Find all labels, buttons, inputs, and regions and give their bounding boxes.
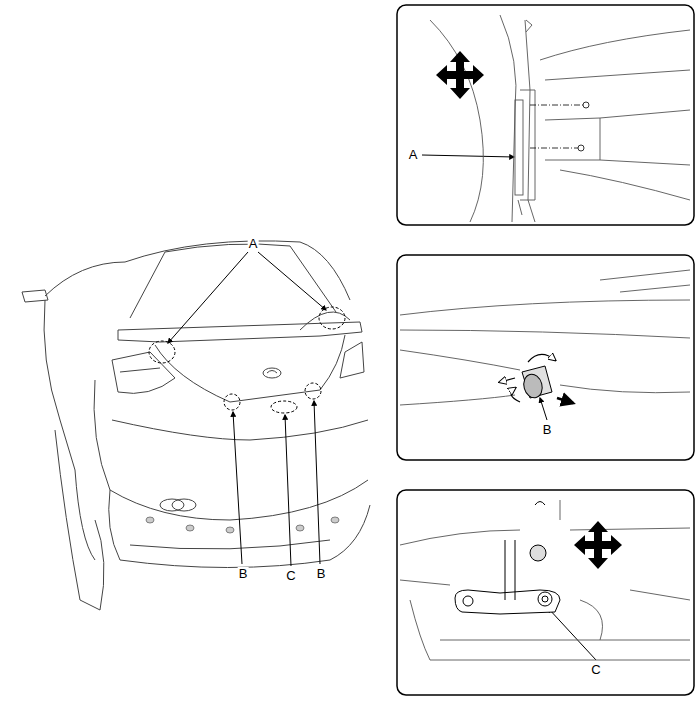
inset-frames: [397, 5, 694, 695]
location-circles: [149, 307, 345, 413]
parking-sensors: [146, 517, 339, 533]
leader-lines: [168, 155, 596, 660]
striker-plate: [455, 502, 560, 615]
car-rear-view: [22, 241, 370, 610]
rotation-arrows: [500, 354, 573, 403]
callout-letter: C: [285, 569, 296, 583]
callout-letter: B: [316, 567, 327, 581]
callout-letter: A: [408, 148, 419, 162]
callout-letter: B: [542, 423, 553, 437]
bumper-stopper: [521, 366, 552, 400]
callout-letter: A: [248, 237, 259, 251]
callout-letter: B: [238, 567, 249, 581]
adjust-arrows: [574, 521, 622, 569]
hinge-detail: [430, 15, 690, 222]
callout-letter: C: [590, 663, 601, 677]
latch-area-lines: [400, 500, 690, 660]
hinge-bolts: [530, 102, 589, 151]
trunk-edge-lines: [400, 270, 690, 405]
adjust-arrows: [436, 51, 484, 99]
